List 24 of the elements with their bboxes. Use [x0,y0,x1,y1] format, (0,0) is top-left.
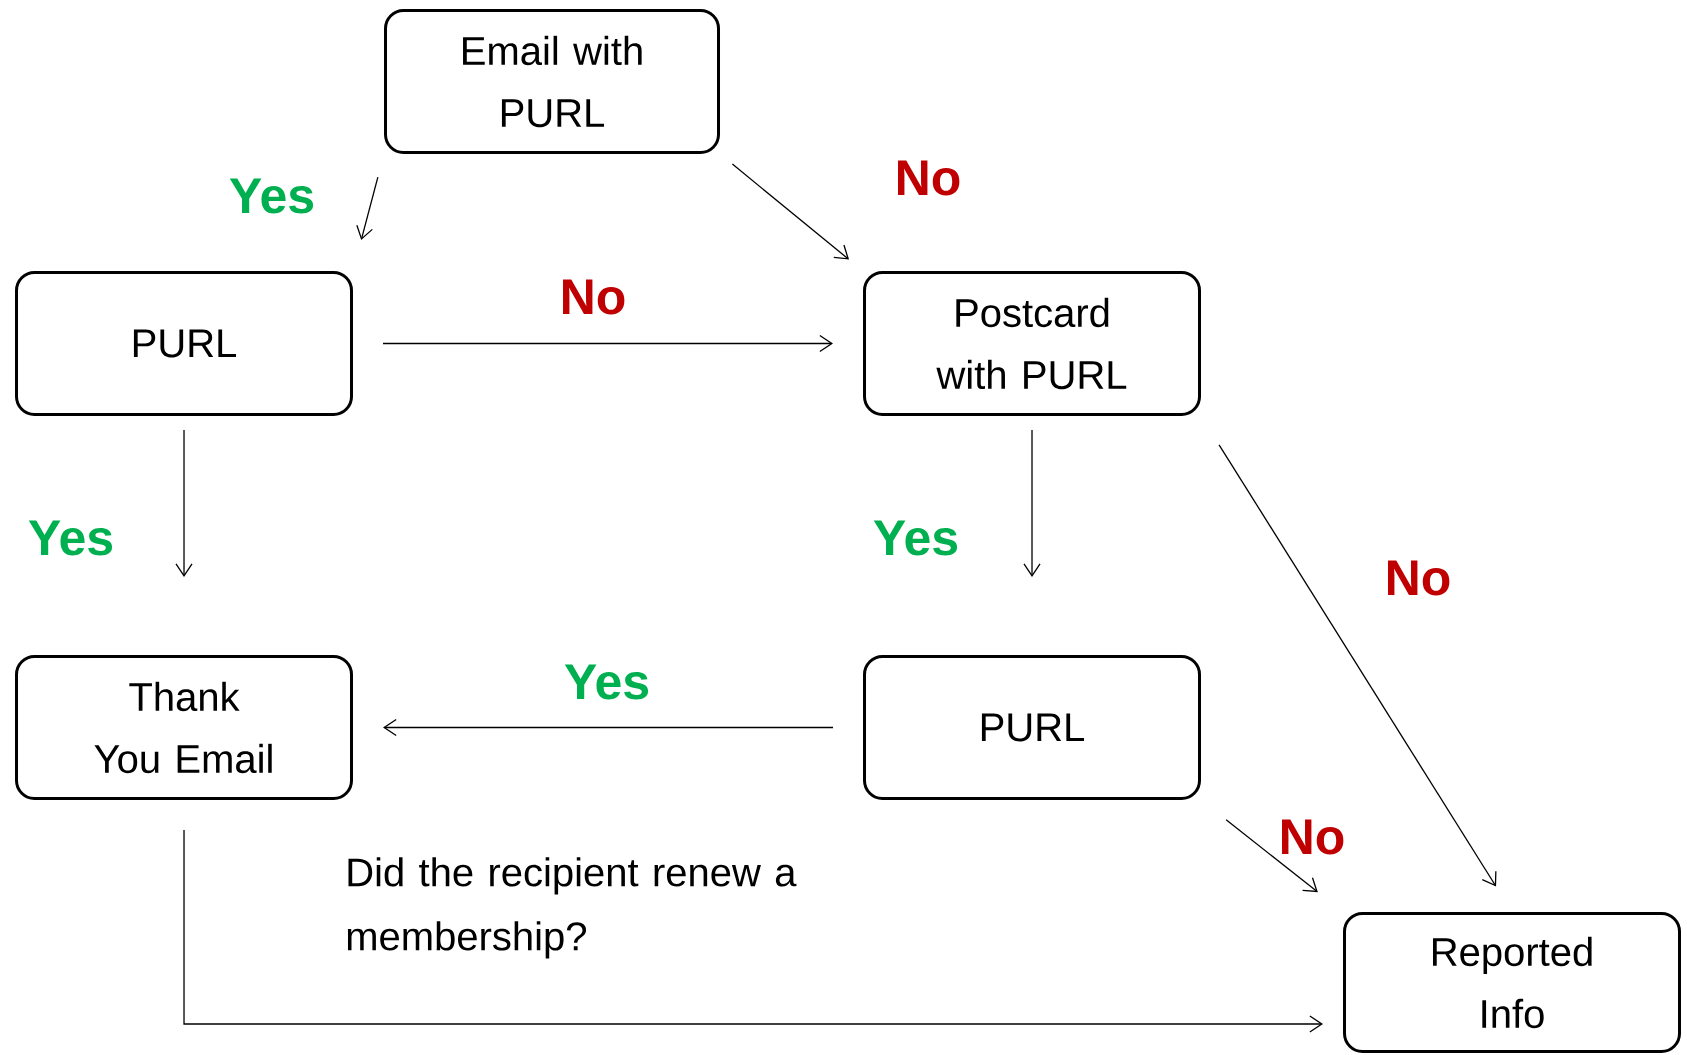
edge-label: Yes [28,520,113,556]
arrow [382,334,833,353]
arrow [1218,444,1497,887]
arrow [383,718,834,737]
process-box: Email with PURL [384,9,720,154]
process-box: Reported Info [1343,912,1681,1053]
arrow [1225,819,1318,893]
edge-label: No [563,279,625,315]
arrow [175,429,193,577]
edge-label: Yes [229,178,314,214]
arrow [1023,429,1041,577]
process-box: Postcard with PURL [863,271,1201,416]
process-box: PURL [15,271,353,416]
edge-label: Yes [564,664,649,700]
edge-label: No [898,160,960,196]
arrow [183,829,1323,1033]
arrow [731,163,850,260]
question-text: Did the recipient renew a membership? [347,857,797,959]
edge-label: No [1282,819,1344,855]
process-box: Thank You Email [15,655,353,800]
arrow [356,176,379,241]
edge-label: No [1388,560,1450,596]
process-box: PURL [863,655,1201,800]
edge-label: Yes [873,520,958,556]
